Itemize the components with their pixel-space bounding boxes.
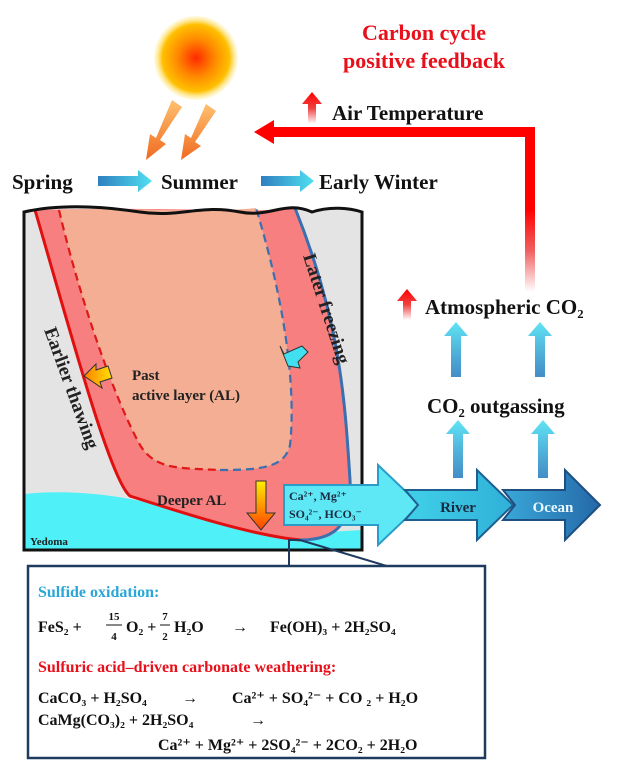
freeze-expansion-arrow-icon — [279, 345, 309, 369]
eq1-left-a: FeS₂ + — [38, 619, 82, 636]
outgassing-arrow-icon — [528, 322, 552, 377]
sun-icon — [154, 16, 238, 100]
sunlight-arrow-icon — [146, 100, 182, 160]
eq1-left-c: H₂O — [174, 619, 204, 636]
equation-box — [26, 564, 487, 760]
season-arrow-icon — [98, 170, 152, 192]
title-line1: Carbon cycle — [362, 20, 486, 45]
eq2-arrow: → — [182, 690, 198, 707]
co2-up-arrow-icon — [397, 289, 417, 320]
past-thaw-boundary — [57, 209, 221, 472]
outgassing-arrow-icon — [446, 420, 470, 478]
eq1-right: Fe(OH)₃ + 2H₂SO₄ — [270, 619, 396, 636]
atmospheric-co2-label: Atmospheric CO₂ — [425, 295, 584, 319]
past-al-label-line1: Past — [132, 368, 160, 384]
outgassing-arrow-icon — [444, 322, 468, 377]
co2-outgassing-label: CO₂ outgassing — [427, 394, 565, 418]
thaw-expansion-arrow-icon — [83, 362, 113, 390]
profile-border — [22, 205, 364, 552]
season-summer: Summer — [161, 170, 238, 194]
weathering-heading: Sulfuric acid–driven carbonate weatherin… — [38, 659, 336, 676]
sulfide-oxidation-heading: Sulfide oxidation: — [38, 584, 159, 601]
callout-lines — [288, 539, 391, 568]
ion-export-arrow — [283, 462, 422, 548]
eq2-right: Ca²⁺ + SO₄²⁻ + CO ₂ + H₂O — [232, 690, 418, 707]
eq2-left: CaCO₃ + H₂SO₄ — [38, 690, 147, 707]
river-label: River — [440, 500, 476, 516]
temperature-up-arrow-icon — [302, 92, 322, 124]
deepening-arrow-icon — [245, 480, 277, 531]
sunlight-arrow-icon — [181, 104, 216, 160]
ions-line2: SO₄²⁻, HCO₃⁻ — [289, 507, 362, 521]
yedoma-label: Yedoma — [30, 536, 68, 548]
outgassing-arrow-icon — [531, 420, 555, 478]
season-arrow-icon — [261, 170, 314, 192]
deeper-al-label: Deeper AL — [157, 493, 226, 509]
feedback-arrowhead-icon — [254, 120, 274, 144]
past-active-layer — [59, 208, 292, 470]
eq3-left: CaMg(CO₃)₂ + 2H₂SO₄ — [38, 712, 194, 729]
air-temperature-label: Air Temperature — [332, 101, 483, 125]
eq1-frac2-num: 7 — [162, 611, 168, 623]
eq1-frac1-den: 4 — [111, 631, 117, 643]
feedback-horizontal-line — [270, 127, 535, 137]
river-arrow — [402, 467, 515, 543]
ions-line1: Ca²⁺, Mg²⁺ — [289, 489, 347, 503]
season-spring: Spring — [12, 170, 73, 194]
season-early-winter: Early Winter — [319, 170, 438, 194]
eq1-arrow: → — [232, 619, 248, 636]
thaw-front-line — [33, 209, 301, 542]
eq1-frac2-den: 2 — [162, 631, 168, 643]
title-line2: positive feedback — [343, 48, 506, 73]
soil-profile — [22, 205, 364, 552]
freeze-front-line — [293, 207, 352, 542]
ocean-label: Ocean — [533, 500, 574, 516]
feedback-vertical-line — [525, 127, 535, 292]
ocean-arrow — [500, 467, 602, 543]
eq1-left-b: O₂ + — [126, 619, 156, 636]
eq1-frac1-num: 15 — [109, 611, 121, 623]
eq3-arrow: → — [250, 712, 266, 729]
past-al-label-line2: active layer (AL) — [132, 388, 240, 404]
past-freeze-boundary — [219, 207, 293, 472]
eq3-right: Ca²⁺ + Mg²⁺ + 2SO₄²⁻ + 2CO₂ + 2H₂O — [158, 737, 417, 754]
